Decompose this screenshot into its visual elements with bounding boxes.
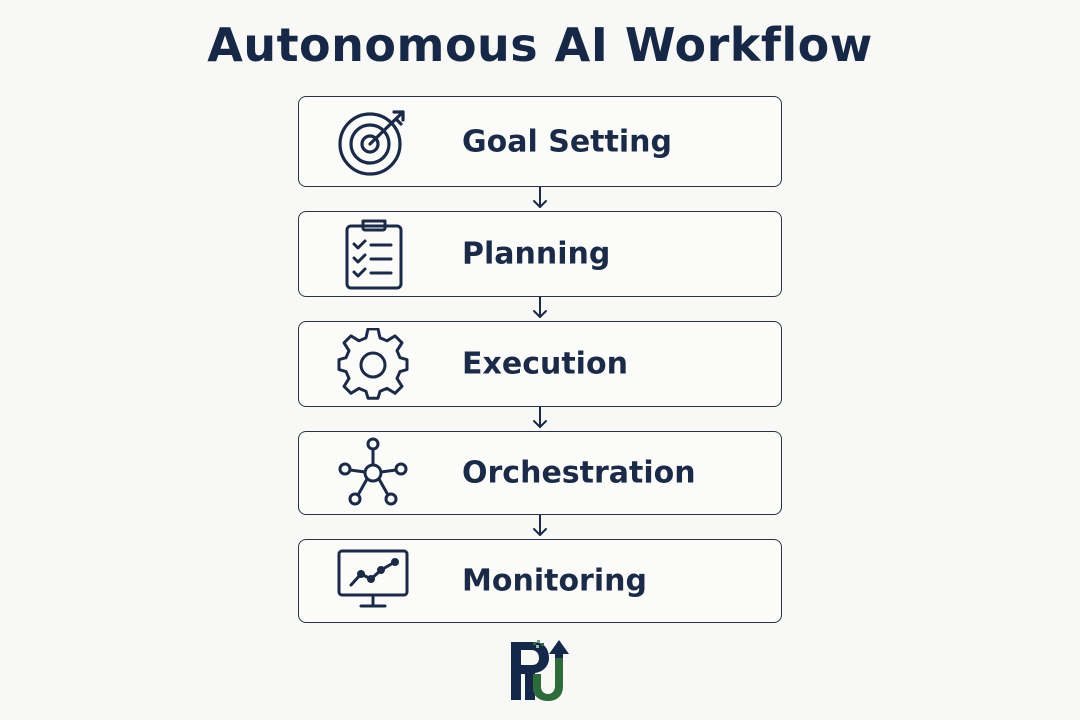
network-hub-icon — [337, 437, 409, 509]
step-label: Monitoring — [462, 563, 647, 599]
step-label: Planning — [462, 236, 611, 272]
step-label: Orchestration — [462, 455, 696, 491]
brand-logo — [511, 640, 569, 701]
diagram-title: Autonomous AI Workflow — [207, 18, 873, 72]
step-execution: Execution — [298, 321, 782, 407]
step-label: Execution — [462, 346, 628, 382]
workflow-flowchart: Goal Setting Planning — [298, 96, 782, 623]
target-icon — [337, 106, 409, 178]
step-planning: Planning — [298, 211, 782, 297]
step-monitoring: Monitoring — [298, 539, 782, 623]
step-label: Goal Setting — [462, 124, 672, 159]
connector-arrow — [298, 187, 782, 211]
clipboard-checklist-icon — [337, 218, 409, 290]
gear-icon — [337, 328, 409, 400]
connector-arrow — [298, 297, 782, 321]
step-orchestration: Orchestration — [298, 431, 782, 515]
monitor-chart-icon — [337, 545, 409, 617]
step-goal-setting: Goal Setting — [298, 96, 782, 187]
connector-arrow — [298, 407, 782, 431]
connector-arrow — [298, 515, 782, 539]
